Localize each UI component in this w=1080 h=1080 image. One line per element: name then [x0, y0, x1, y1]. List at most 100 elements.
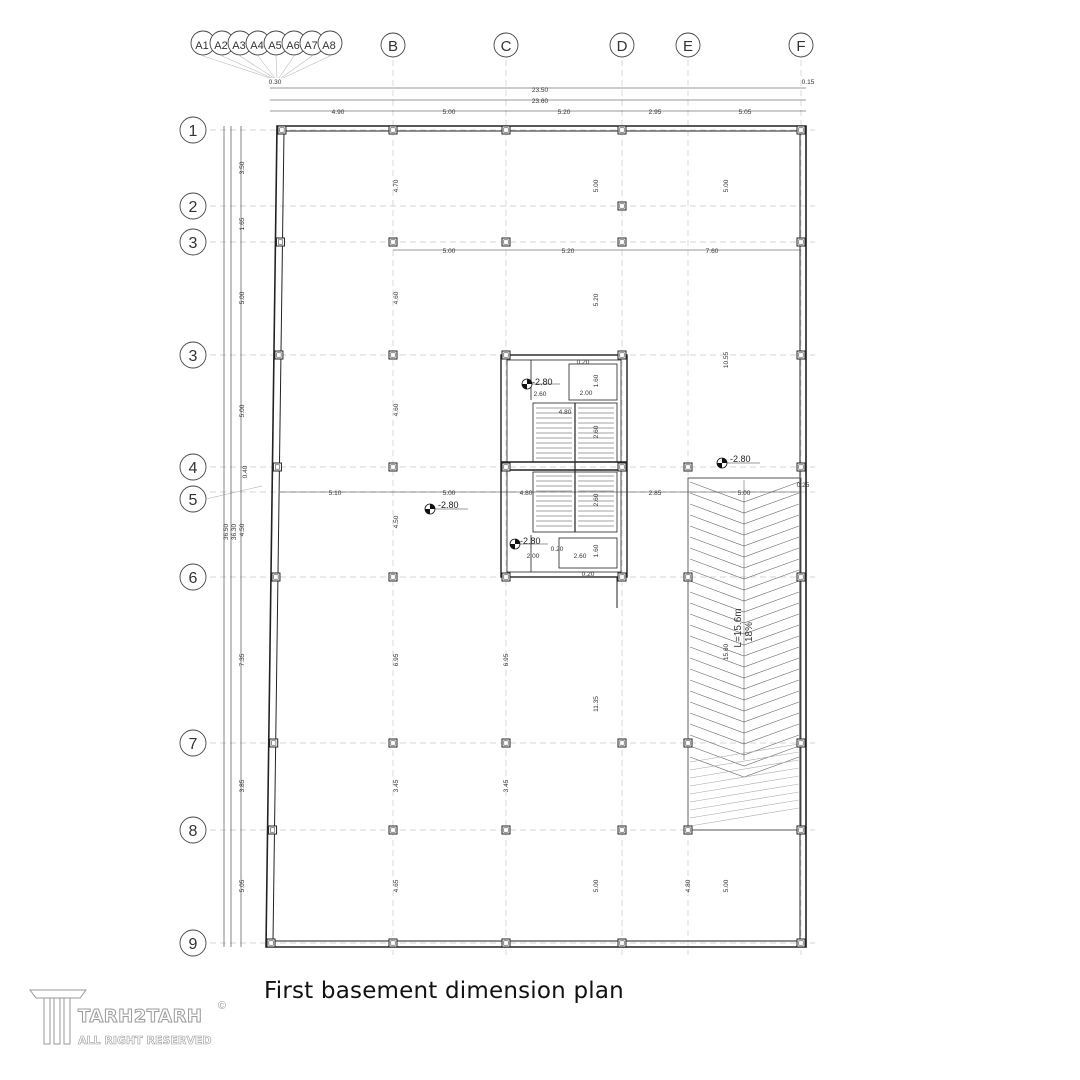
watermark-logo: TARH2TARH ALL RIGHT RESERVED ©: [28, 986, 238, 1056]
axis-B: B: [388, 38, 398, 55]
level-text: -2.80: [520, 536, 541, 546]
dim-inner: 3.45: [503, 779, 510, 792]
axis-2: 2: [189, 199, 198, 216]
column-core: [390, 574, 396, 580]
column-core: [390, 239, 396, 245]
column-core: [390, 352, 396, 358]
top-dimensions: 23.50 23.60 0.30 0.15 4.90 5.00 5.20 2.9…: [269, 79, 815, 116]
column-core: [503, 827, 509, 833]
column-core: [798, 464, 804, 470]
column-core: [619, 127, 625, 133]
dim-core: 1.60: [593, 374, 600, 387]
ramp: [687, 477, 802, 831]
column-core: [619, 740, 625, 746]
column-core: [273, 574, 279, 580]
dim-inner: 6.95: [503, 653, 510, 666]
column-core: [619, 239, 625, 245]
column-core: [390, 940, 396, 946]
axis-A1: A1: [195, 40, 208, 52]
column-core: [619, 940, 625, 946]
left-dimensions: 36.50 36.30 3.50 1.65 5.00 5.00 0.40 4.5…: [223, 161, 249, 892]
dim-inner: 5.20: [593, 293, 600, 306]
axis-6: 6: [189, 570, 198, 587]
ramp-length: L=15.6m: [733, 608, 744, 647]
column-axis-labels: A1 A2 A3 A4 A5 A6 A7 A8 B C D E F: [195, 38, 805, 55]
dim-left-span-4: 5.00: [239, 404, 246, 417]
row-axis-bubbles: [179, 116, 207, 957]
dim-left-span-7: 7.35: [239, 653, 246, 666]
dim-left-span-5: 0.40: [242, 465, 249, 478]
dim-inner: 5.00: [593, 179, 600, 192]
copyright-icon: ©: [218, 1000, 227, 1012]
ramp-hatch-line: [689, 759, 800, 779]
level-markers: -2.80 -2.80 -2.80 -2.80: [424, 377, 760, 550]
dim-left-overall-2: 36.30: [231, 523, 238, 540]
dim-inner: 7.60: [706, 248, 719, 255]
ramp-hatch-line: [689, 767, 800, 787]
axis-C: C: [501, 38, 512, 55]
watermark-brand: TARH2TARH: [78, 1006, 203, 1028]
dim-span-5: 5.05: [739, 109, 752, 116]
column-core: [276, 352, 282, 358]
column-core: [798, 352, 804, 358]
column-logo-icon: [29, 989, 87, 1045]
axis-A5: A5: [268, 40, 281, 52]
dim-left-span-8: 3.85: [239, 779, 246, 792]
ramp-hatch-line: [689, 791, 800, 811]
structural-columns: [266, 125, 806, 948]
level-text: -2.80: [532, 377, 553, 387]
dim-left-span-2: 1.65: [239, 217, 246, 230]
dim-core: 0.20: [551, 546, 564, 553]
column-core: [798, 127, 804, 133]
ramp-hatch-line: [689, 751, 800, 771]
dim-left-offset: 0.30: [269, 79, 282, 86]
axis-4: 4: [189, 460, 198, 477]
axis-8: 8: [189, 823, 198, 840]
column-core: [619, 574, 625, 580]
axis-F: F: [796, 38, 805, 55]
dim-inner: 5.20: [562, 248, 575, 255]
watermark-tagline: ALL RIGHT RESERVED: [78, 1034, 212, 1048]
axis-1: 1: [189, 123, 198, 140]
column-core: [798, 940, 804, 946]
column-core: [685, 464, 691, 470]
column-core: [503, 574, 509, 580]
ramp-hatch-line: [689, 783, 800, 803]
dim-inner: 4.60: [393, 403, 400, 416]
dim-span-4: 2.95: [649, 109, 662, 116]
ramp-slope: 18%: [744, 622, 755, 642]
level-marker: -2.80: [509, 536, 548, 550]
axis-3b: 3: [189, 348, 198, 365]
column-core: [798, 740, 804, 746]
axis-D: D: [617, 38, 628, 55]
dim-core: 4.80: [559, 409, 572, 416]
dim-inner: 3.45: [393, 779, 400, 792]
column-core: [685, 574, 691, 580]
axis-E: E: [683, 38, 693, 55]
level-marker: -2.80: [716, 454, 760, 469]
dim-inner: 4.80: [520, 490, 533, 497]
column-core: [619, 464, 625, 470]
grid-lines: [210, 60, 815, 955]
column-core: [503, 464, 509, 470]
ramp-hatch-line: [689, 743, 800, 763]
dim-span-3: 5.20: [558, 109, 571, 116]
dim-core: 0.20: [582, 571, 595, 578]
column-core: [619, 827, 625, 833]
dim-inner: 6.95: [393, 653, 400, 666]
dim-inner: 5.00: [593, 879, 600, 892]
column-core: [503, 740, 509, 746]
ramp-hatch-line: [689, 799, 800, 819]
column-core: [270, 827, 276, 833]
ramp-hatch-line: [689, 775, 800, 795]
axis-A8: A8: [322, 40, 335, 52]
inner-dimensions: 4.70 5.00 5.00 5.00 5.20 7.60 4.60 5.20 …: [329, 179, 810, 892]
dim-core: 2.60: [574, 553, 587, 560]
axis-A6: A6: [286, 40, 299, 52]
column-core: [685, 827, 691, 833]
dim-left-span-1: 3.50: [239, 161, 246, 174]
column-core: [279, 127, 285, 133]
dim-inner: 5.10: [329, 490, 342, 497]
dim-span-2: 5.00: [443, 109, 456, 116]
a-axis-leaders: [202, 55, 331, 79]
